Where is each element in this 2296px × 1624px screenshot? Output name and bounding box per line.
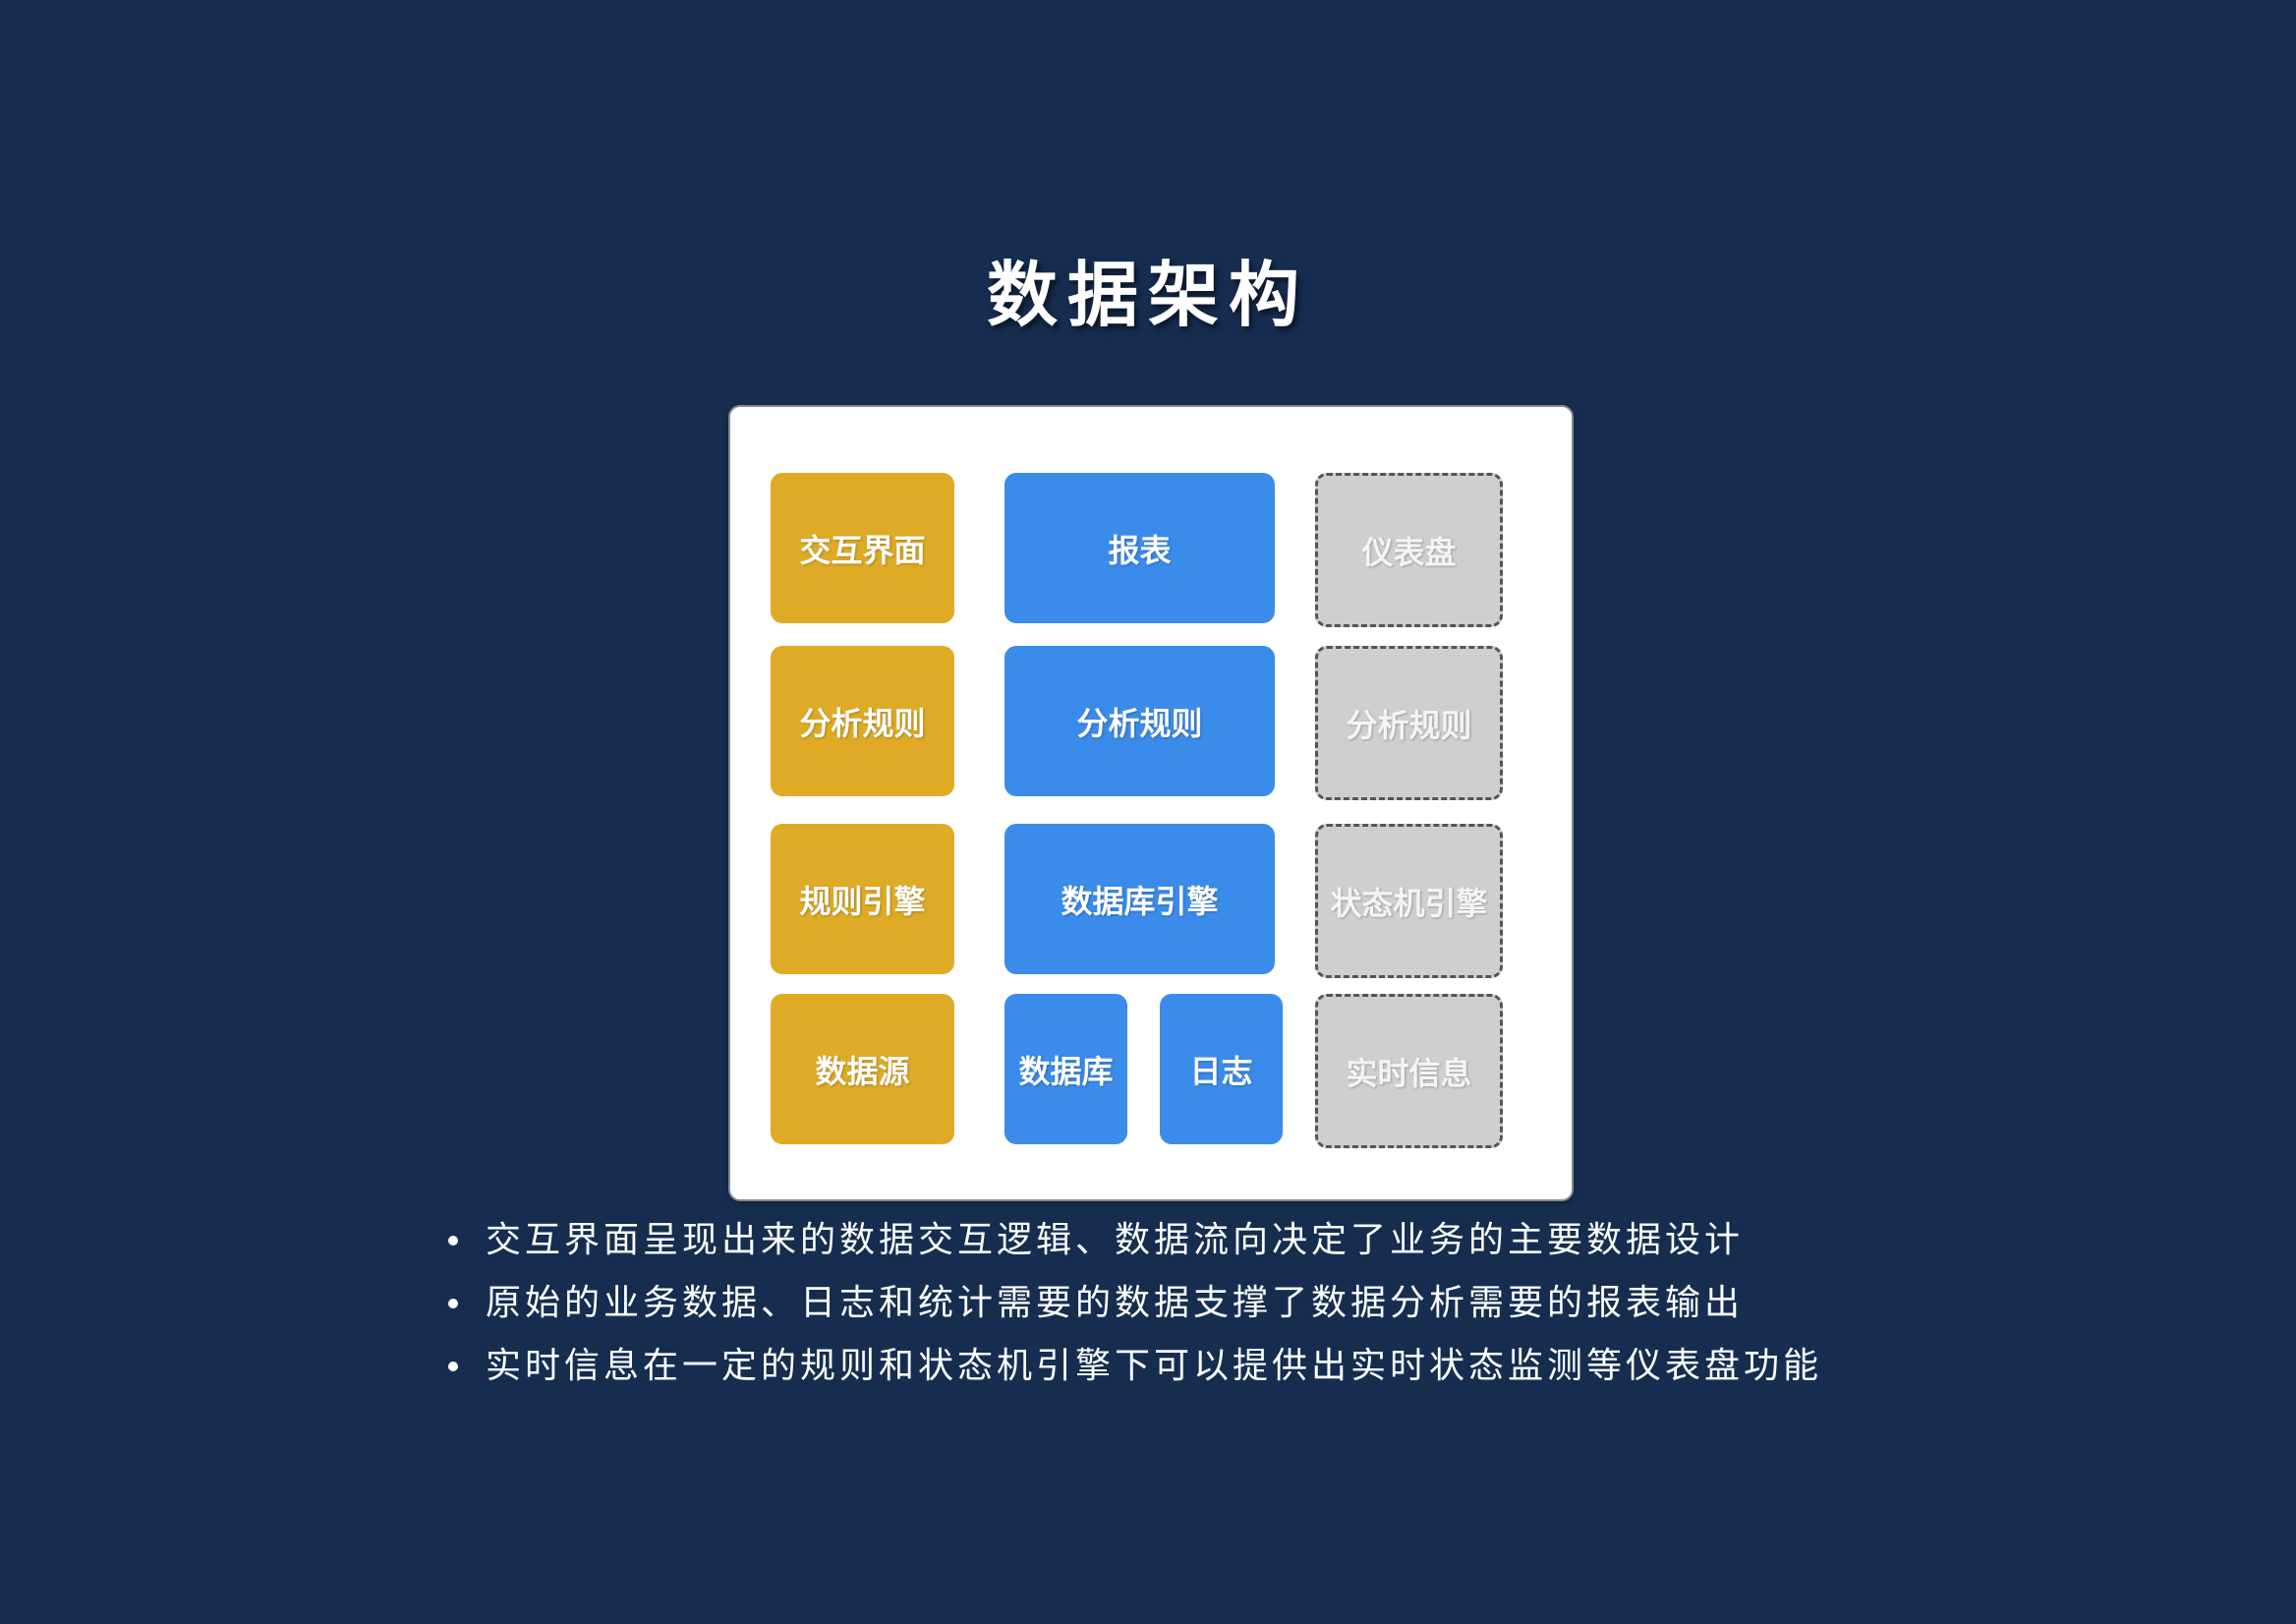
bullet-item: 原始的业务数据、日志和统计需要的数据支撑了数据分析需要的报表输出 (442, 1272, 1822, 1335)
bullet-text: 交互界面呈现出来的数据交互逻辑、数据流向决定了业务的主要数据设计 (486, 1220, 1745, 1260)
page-title: 数据架构 (986, 254, 1309, 336)
box-rule-engine: 规则引擎 (771, 824, 954, 974)
bullet-dot-icon (448, 1299, 458, 1308)
bullet-item: 交互界面呈现出来的数据交互逻辑、数据流向决定了业务的主要数据设计 (442, 1209, 1822, 1272)
bullet-list: 交互界面呈现出来的数据交互逻辑、数据流向决定了业务的主要数据设计 原始的业务数据… (442, 1209, 1822, 1398)
box-database: 数据库 (1004, 994, 1127, 1144)
box-database-engine: 数据库引擎 (1004, 824, 1275, 974)
bullet-dot-icon (448, 1236, 458, 1246)
box-analysis-rules-left: 分析规则 (771, 646, 954, 796)
box-data-source: 数据源 (771, 994, 954, 1144)
bullet-text: 原始的业务数据、日志和统计需要的数据支撑了数据分析需要的报表输出 (486, 1283, 1745, 1323)
box-analysis-rules-middle: 分析规则 (1004, 646, 1275, 796)
bullet-dot-icon (448, 1362, 458, 1371)
box-realtime-info: 实时信息 (1315, 994, 1503, 1148)
box-report: 报表 (1004, 473, 1275, 623)
box-state-machine-engine: 状态机引擎 (1315, 824, 1503, 978)
bullet-text: 实时信息在一定的规则和状态机引擎下可以提供出实时状态监测等仪表盘功能 (486, 1346, 1823, 1386)
bullet-item: 实时信息在一定的规则和状态机引擎下可以提供出实时状态监测等仪表盘功能 (442, 1335, 1822, 1398)
box-log: 日志 (1160, 994, 1283, 1144)
box-interaction-ui: 交互界面 (771, 473, 954, 623)
box-dashboard: 仪表盘 (1315, 473, 1503, 627)
box-analysis-rules-right: 分析规则 (1315, 646, 1503, 800)
architecture-diagram: 交互界面 分析规则 规则引擎 数据源 报表 分析规则 数据库引擎 数据库 日志 … (728, 405, 1574, 1201)
